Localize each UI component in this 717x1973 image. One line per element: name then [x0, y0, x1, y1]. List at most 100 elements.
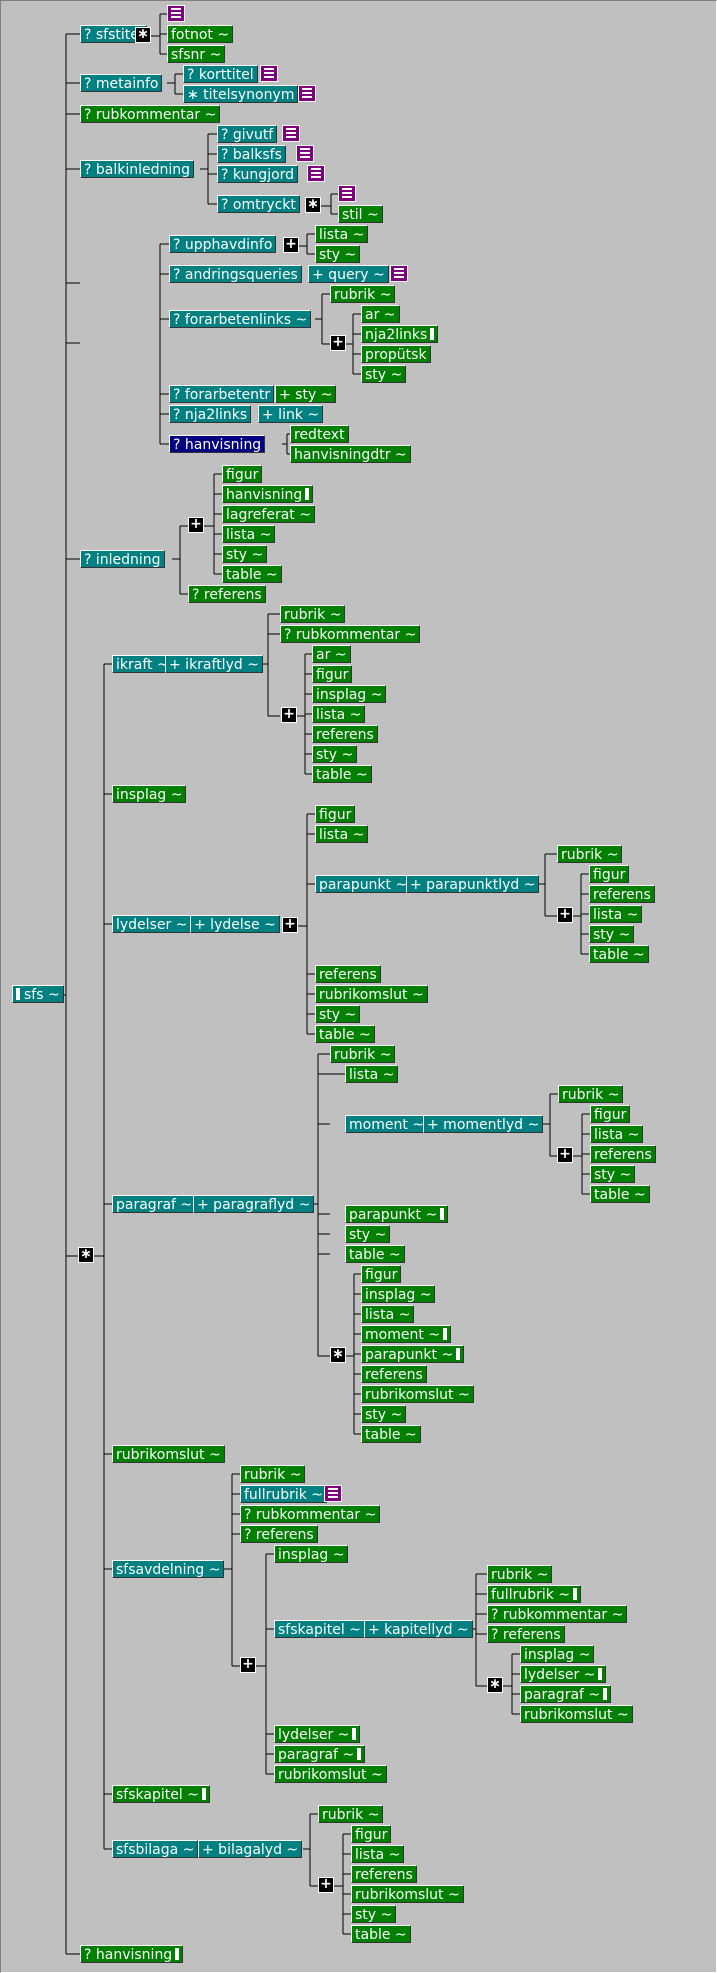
- repeat-one-or-more-icon[interactable]: +: [283, 237, 299, 253]
- schema-node[interactable]: table ~: [589, 945, 649, 963]
- schema-node[interactable]: figur: [590, 1105, 631, 1123]
- schema-node[interactable]: ? hanvisning: [80, 1945, 184, 1963]
- schema-node[interactable]: ∗ titelsynonym: [183, 85, 299, 103]
- schema-node[interactable]: figur: [315, 805, 356, 823]
- schema-node[interactable]: parapunkt ~: [315, 875, 412, 893]
- schema-node[interactable]: referens: [315, 965, 381, 983]
- schema-node[interactable]: ? rubkommentar ~: [280, 625, 421, 643]
- schema-node[interactable]: lista ~: [315, 825, 369, 843]
- schema-node[interactable]: table ~: [590, 1185, 650, 1203]
- schema-node[interactable]: insplag ~: [312, 685, 387, 703]
- repeat-one-or-more-icon[interactable]: +: [557, 1147, 573, 1163]
- schema-node[interactable]: rubrik ~: [240, 1465, 306, 1483]
- schema-node[interactable]: referens: [312, 725, 378, 743]
- schema-node[interactable]: propütsk: [361, 345, 431, 363]
- repeat-one-or-more-icon[interactable]: +: [557, 907, 573, 923]
- schema-node[interactable]: + sty ~: [275, 385, 337, 403]
- schema-node[interactable]: sfs ~: [12, 985, 64, 1003]
- schema-node[interactable]: + momentlyd ~: [423, 1115, 544, 1133]
- schema-node[interactable]: ? rubkommentar ~: [80, 105, 221, 123]
- schema-node[interactable]: ? givutf: [217, 125, 278, 143]
- schema-node[interactable]: sfskapitel ~: [112, 1785, 210, 1803]
- schema-node[interactable]: hanvisningdtr ~: [290, 445, 411, 463]
- schema-node[interactable]: table ~: [351, 1925, 411, 1943]
- schema-node[interactable]: + ikraftlyd ~: [165, 655, 263, 673]
- schema-node[interactable]: insplag ~: [274, 1545, 349, 1563]
- schema-node[interactable]: fullrubrik ~: [240, 1485, 328, 1503]
- schema-node[interactable]: sty ~: [315, 245, 361, 263]
- schema-node[interactable]: lydelser ~: [274, 1725, 361, 1743]
- schema-node[interactable]: + kapitellyd ~: [364, 1620, 473, 1638]
- schema-node[interactable]: ? referens: [188, 585, 266, 603]
- repeat-zero-or-more-icon[interactable]: ∗: [330, 1347, 346, 1363]
- schema-node[interactable]: referens: [361, 1365, 427, 1383]
- schema-node[interactable]: moment ~: [361, 1325, 451, 1343]
- schema-node[interactable]: table ~: [312, 765, 372, 783]
- schema-node[interactable]: + parapunktlyd ~: [406, 875, 540, 893]
- schema-node[interactable]: lista ~: [590, 1125, 644, 1143]
- schema-node[interactable]: figur: [222, 465, 263, 483]
- documentation-icon[interactable]: [260, 65, 278, 82]
- schema-node[interactable]: ar ~: [312, 645, 351, 663]
- schema-node[interactable]: ar ~: [361, 305, 400, 323]
- repeat-zero-or-more-icon[interactable]: ∗: [78, 1247, 94, 1263]
- schema-node[interactable]: fotnot ~: [167, 25, 234, 43]
- schema-node[interactable]: lista ~: [361, 1305, 415, 1323]
- schema-node[interactable]: nja2links: [361, 325, 439, 343]
- schema-node[interactable]: lista ~: [351, 1845, 405, 1863]
- schema-node[interactable]: figur: [312, 665, 353, 683]
- schema-node[interactable]: lydelser ~: [112, 915, 192, 933]
- schema-node[interactable]: figur: [351, 1825, 392, 1843]
- schema-node[interactable]: referens: [589, 885, 655, 903]
- schema-node[interactable]: lista ~: [345, 1065, 399, 1083]
- repeat-one-or-more-icon[interactable]: +: [282, 917, 298, 933]
- schema-node[interactable]: sfsbilaga ~: [112, 1840, 199, 1858]
- schema-node[interactable]: lista ~: [222, 525, 276, 543]
- schema-node[interactable]: referens: [351, 1865, 417, 1883]
- repeat-zero-or-more-icon[interactable]: ∗: [135, 27, 151, 43]
- schema-node[interactable]: ? nja2links: [169, 405, 252, 423]
- schema-node[interactable]: paragraf ~: [520, 1685, 612, 1703]
- documentation-icon[interactable]: [324, 1485, 342, 1502]
- schema-node[interactable]: ? hanvisning: [169, 435, 266, 453]
- schema-node[interactable]: table ~: [345, 1245, 405, 1263]
- documentation-icon[interactable]: [167, 5, 185, 22]
- schema-node[interactable]: sty ~: [345, 1225, 391, 1243]
- schema-node[interactable]: table ~: [222, 565, 282, 583]
- schema-node[interactable]: lista ~: [589, 905, 643, 923]
- schema-node[interactable]: lydelser ~: [520, 1665, 607, 1683]
- repeat-zero-or-more-icon[interactable]: ∗: [487, 1677, 503, 1693]
- schema-node[interactable]: ? referens: [240, 1525, 318, 1543]
- schema-node[interactable]: rubrik ~: [280, 605, 346, 623]
- repeat-one-or-more-icon[interactable]: +: [240, 1657, 256, 1673]
- schema-node[interactable]: hanvisning: [222, 485, 314, 503]
- schema-node[interactable]: insplag ~: [361, 1285, 436, 1303]
- documentation-icon[interactable]: [296, 145, 314, 162]
- schema-node[interactable]: table ~: [361, 1425, 421, 1443]
- schema-node[interactable]: ikraft ~: [112, 655, 173, 673]
- schema-node[interactable]: table ~: [315, 1025, 375, 1043]
- documentation-icon[interactable]: [390, 265, 408, 282]
- repeat-one-or-more-icon[interactable]: +: [318, 1877, 334, 1893]
- schema-node[interactable]: rubrik ~: [558, 1085, 624, 1103]
- schema-node[interactable]: ? balkinledning: [80, 160, 195, 178]
- schema-node[interactable]: sty ~: [361, 1405, 407, 1423]
- schema-node[interactable]: sfskapitel ~: [274, 1620, 365, 1638]
- schema-node[interactable]: ? kungjord: [217, 165, 299, 183]
- schema-node[interactable]: rubrikomslut ~: [274, 1765, 387, 1783]
- schema-node[interactable]: moment ~: [345, 1115, 428, 1133]
- schema-node[interactable]: ? sfstitel: [80, 25, 147, 43]
- schema-node[interactable]: ? forarbetentr: [169, 385, 275, 403]
- schema-node[interactable]: ? omtryckt: [217, 195, 300, 213]
- schema-node[interactable]: sty ~: [590, 1165, 636, 1183]
- schema-node[interactable]: rubrikomslut ~: [351, 1885, 464, 1903]
- schema-node[interactable]: figur: [361, 1265, 402, 1283]
- schema-node[interactable]: sty ~: [361, 365, 407, 383]
- repeat-zero-or-more-icon[interactable]: ∗: [305, 197, 321, 213]
- schema-node[interactable]: sty ~: [589, 925, 635, 943]
- repeat-one-or-more-icon[interactable]: +: [330, 335, 346, 351]
- schema-node[interactable]: ? korttitel: [183, 65, 258, 83]
- documentation-icon[interactable]: [307, 165, 325, 182]
- schema-node[interactable]: lagreferat ~: [222, 505, 315, 523]
- schema-node[interactable]: ? rubkommentar ~: [487, 1605, 628, 1623]
